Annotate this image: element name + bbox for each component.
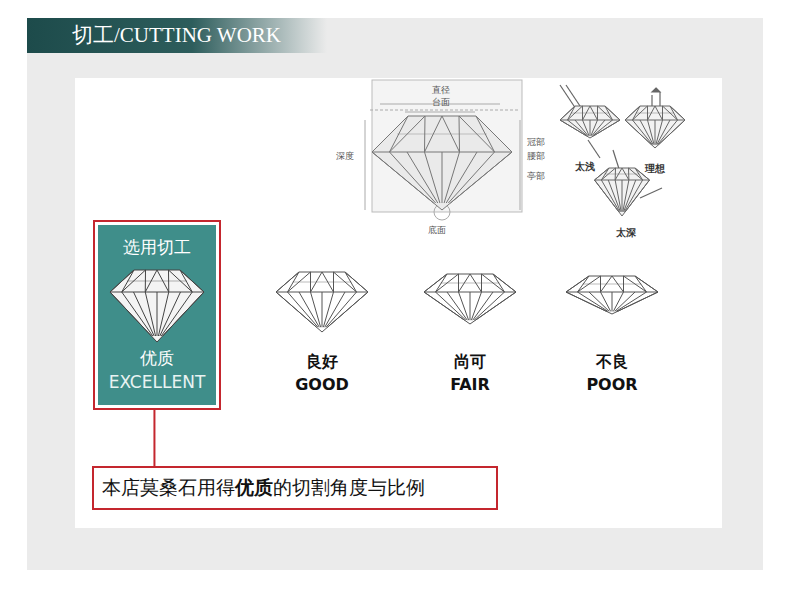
part-label: 亭部	[527, 170, 545, 183]
part-label: 台面	[432, 96, 450, 109]
part-label: 太深	[616, 226, 636, 240]
part-label: 腰部	[527, 150, 545, 163]
box-text: 优质	[95, 347, 219, 370]
part-label: 理想	[645, 162, 665, 176]
box-text: EXCELLENT	[95, 372, 219, 392]
caption-box: 本店莫桑石用得优质的切割角度与比例	[92, 466, 498, 510]
header-title: 切工/CUTTING WORK	[72, 21, 281, 49]
grade-label: 良好	[306, 352, 338, 373]
excellent-diamond	[95, 262, 219, 352]
grade-label: POOR	[586, 375, 637, 394]
caption-text: 本店莫桑石用得	[102, 476, 235, 498]
grade-label: 不良	[596, 352, 628, 373]
caption-text: 优质	[235, 476, 273, 498]
selected-grade-box: 选用切工优质EXCELLENT	[93, 220, 221, 410]
part-label: 太浅	[575, 160, 595, 174]
grade-label: GOOD	[295, 375, 349, 394]
grade-label: FAIR	[450, 375, 490, 394]
grade-label: 尚可	[454, 352, 486, 373]
box-text: 选用切工	[95, 236, 219, 259]
part-label: 直径	[432, 84, 450, 97]
caption-text: 的切割角度与比例	[273, 476, 425, 498]
connector	[153, 410, 155, 466]
part-label: 冠部	[527, 136, 545, 149]
part-label: 深度	[336, 150, 354, 163]
part-label: 底面	[428, 224, 446, 237]
